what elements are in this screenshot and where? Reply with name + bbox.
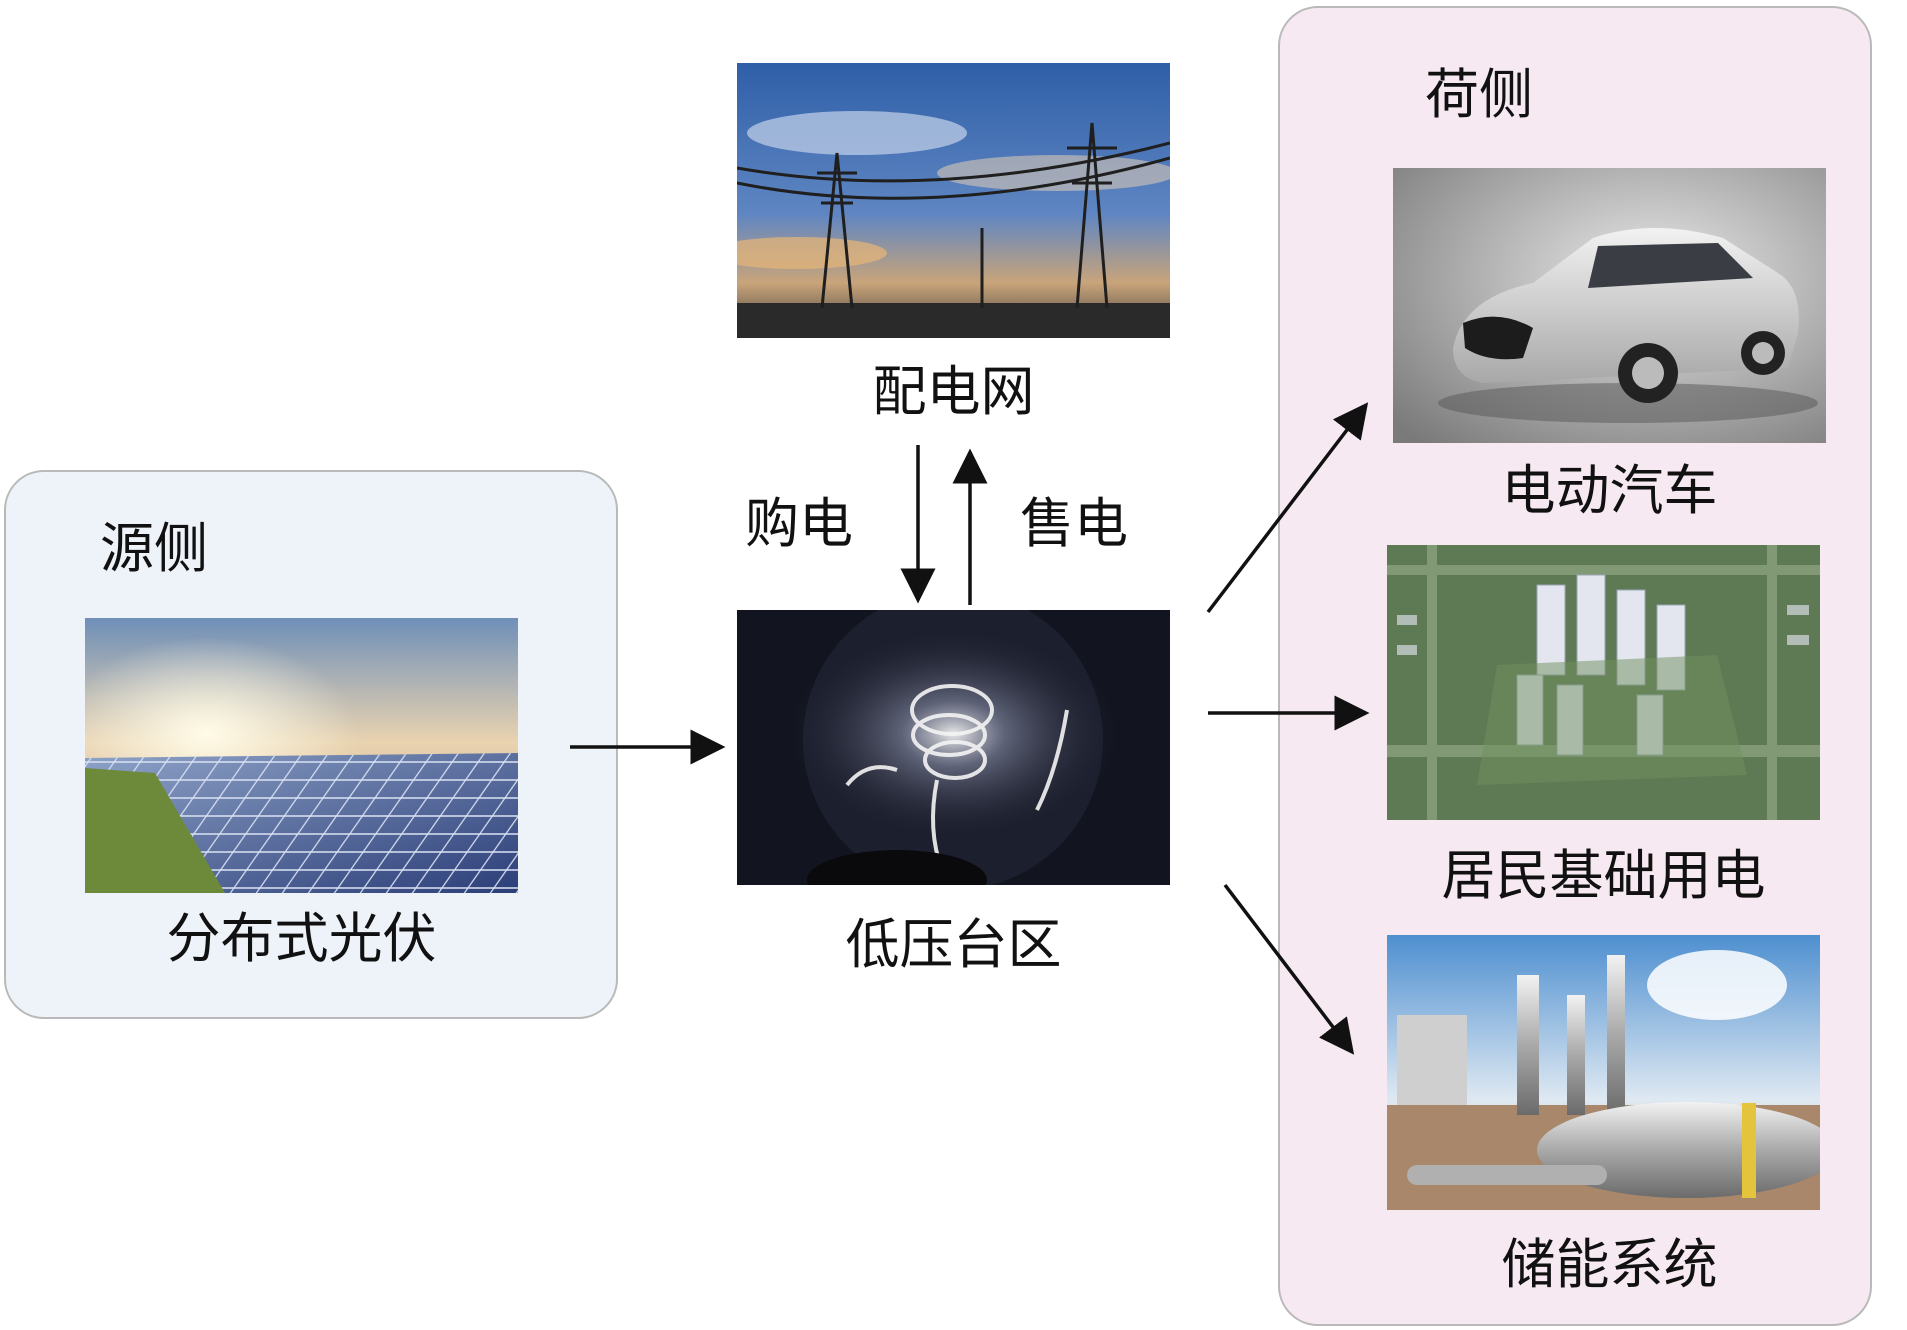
residential-buildings-photo xyxy=(1387,545,1820,820)
low-voltage-district-caption: 低压台区 xyxy=(845,913,1062,976)
solar-panels-photo xyxy=(85,618,518,893)
storage-tanks-photo xyxy=(1387,935,1820,1210)
electric-car-photo xyxy=(1393,168,1826,443)
sell-electricity-label: 售电 xyxy=(1020,492,1128,555)
electric-vehicle-caption: 电动汽车 xyxy=(1501,459,1718,522)
source-side-heading: 源侧 xyxy=(100,517,208,580)
energy-storage-caption: 储能系统 xyxy=(1501,1233,1718,1296)
distributed-pv-caption: 分布式光伏 xyxy=(166,907,437,970)
buy-electricity-label: 购电 xyxy=(745,492,853,555)
power-lines-photo xyxy=(737,63,1170,338)
residential-caption: 居民基础用电 xyxy=(1441,844,1766,907)
load-side-heading: 荷侧 xyxy=(1425,63,1533,126)
light-bulb-photo xyxy=(737,610,1170,885)
distribution-grid-caption: 配电网 xyxy=(872,360,1035,423)
